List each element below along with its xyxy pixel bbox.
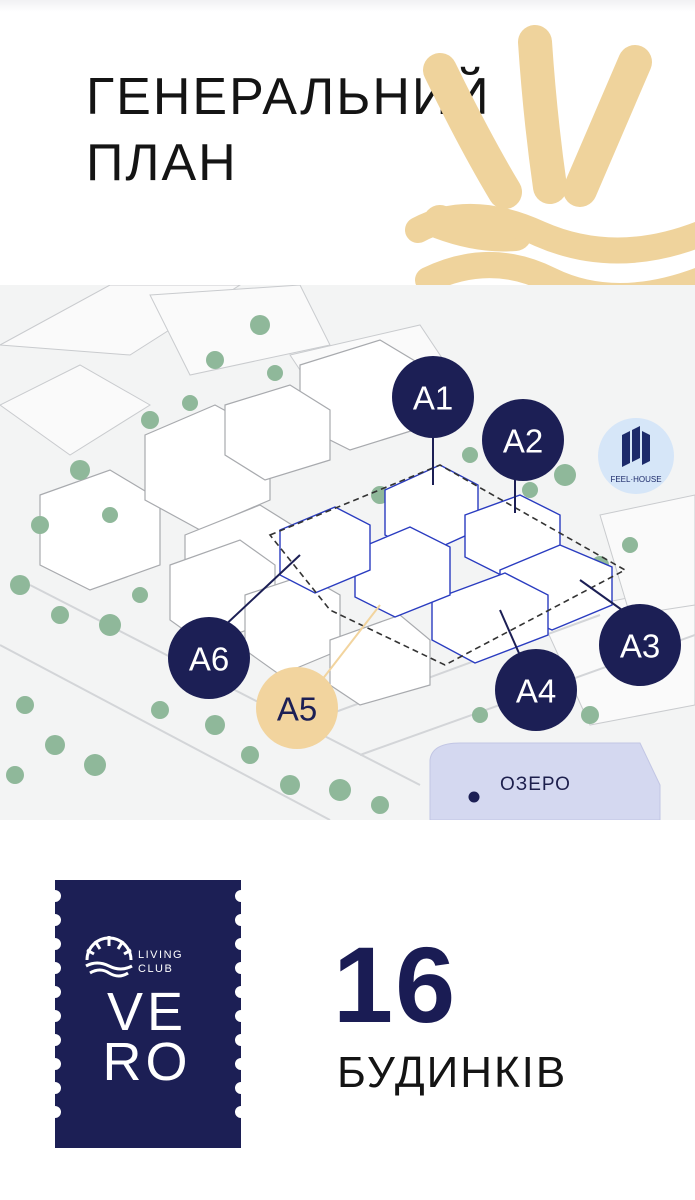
lake <box>429 742 661 820</box>
lake-label: ОЗЕРО <box>500 774 571 795</box>
title-line-1: ГЕНЕРАЛЬНИЙ <box>86 68 491 126</box>
marker-a5-label: А5 <box>277 691 317 728</box>
logo-club: CLUB <box>138 963 173 975</box>
site-boundary <box>268 464 627 666</box>
marker-a2-circle <box>482 399 564 481</box>
building-a4 <box>431 572 549 664</box>
marker-a4-circle <box>495 649 577 731</box>
title-line-2: ПЛАН <box>86 134 238 192</box>
houses-count: 16 <box>333 924 458 1045</box>
trees <box>6 315 638 814</box>
houses-label: БУДИНКІВ <box>337 1048 568 1097</box>
marker-a1-circle <box>392 356 474 438</box>
feel-house-label: FEEL·HOUSE <box>610 475 661 484</box>
map-markers <box>168 356 681 749</box>
master-plan-map: А1 А2 А3 А4 А5 А6 FEEL·HOUSE ОЗЕРО <box>0 285 695 820</box>
marker-a6-label: А6 <box>189 641 229 678</box>
logo-name-line1: VE <box>107 982 187 1042</box>
marker-a3-label: А3 <box>620 628 660 665</box>
feel-house-badge: FEEL·HOUSE <box>598 418 674 494</box>
marker-a1-label: А1 <box>413 380 453 417</box>
project-buildings <box>279 464 613 664</box>
top-strip <box>0 0 695 12</box>
building-a5 <box>354 526 451 618</box>
marker-a5-circle <box>256 667 338 749</box>
summary-section: LIVING CLUB VE RO 16 БУДИНКІВ <box>0 820 695 1200</box>
marker-a2-label: А2 <box>503 423 543 460</box>
logo-sun-icon <box>85 936 133 978</box>
marker-a4-label: А4 <box>516 673 556 710</box>
logo-name-line2: RO <box>103 1032 192 1092</box>
logo-living: LIVING <box>138 949 183 961</box>
marker-a3-circle <box>599 604 681 686</box>
lake-dot <box>468 791 480 803</box>
marker-a6-circle <box>168 617 250 699</box>
surrounding-buildings <box>39 339 431 706</box>
vero-logo: LIVING CLUB VE RO <box>55 880 241 1148</box>
page-title: ГЕНЕРАЛЬНИЙ ПЛАН <box>86 64 491 196</box>
